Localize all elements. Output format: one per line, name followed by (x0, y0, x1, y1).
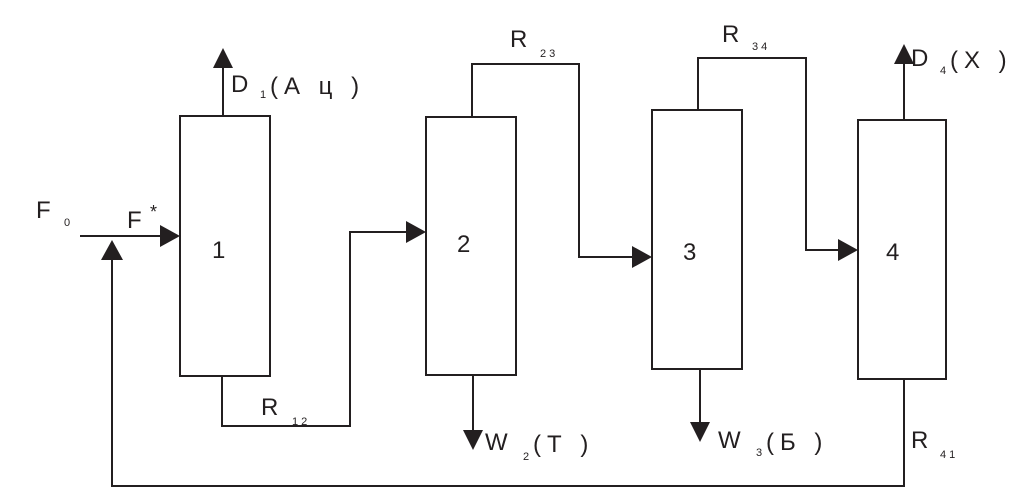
w3-product: (Б ) (766, 429, 828, 456)
w3-label: W (718, 427, 741, 454)
r12-label: R (261, 394, 278, 421)
feed-stream (80, 225, 180, 247)
w2-arrow-icon (463, 430, 483, 450)
column-4 (857, 119, 947, 380)
d1-label: D (231, 71, 248, 98)
w2-label: W (485, 429, 508, 456)
r34-arrow-icon (838, 239, 858, 261)
d4-arrow-icon (894, 44, 914, 64)
column-2-label: 2 (457, 231, 470, 258)
r41-label: R (911, 427, 928, 454)
column-2 (425, 116, 517, 376)
r12-stream (221, 221, 426, 427)
w3-stream (690, 369, 710, 442)
r23-label: R (510, 26, 527, 53)
feed-arrow-icon (160, 225, 180, 247)
column-1-label: 1 (212, 237, 225, 264)
f0-label: F (36, 197, 51, 224)
d1-product: (А ц ) (270, 73, 365, 100)
d1-subscript: 1 (260, 89, 266, 101)
r23-arrow-icon (632, 246, 652, 268)
column-3 (651, 109, 743, 370)
d1-arrow-icon (213, 48, 233, 68)
f0-subscript: 0 (64, 217, 70, 229)
column-4-label: 4 (886, 239, 899, 266)
r41-arrow-icon (101, 240, 123, 260)
column-1 (179, 115, 271, 377)
r34-label: R (722, 21, 739, 48)
d1-stream (213, 48, 233, 116)
r41-subscript: 4 1 (940, 449, 955, 461)
w2-subscript: 2 (523, 451, 529, 463)
r34-subscript: 3 4 (752, 41, 767, 53)
r34-stream (697, 57, 858, 261)
w3-subscript: 3 (756, 447, 762, 459)
r41-stream (101, 240, 905, 487)
fstar-superscript: * (150, 202, 157, 222)
d4-stream (894, 44, 914, 120)
d4-label: D (911, 45, 928, 72)
r12-arrow-icon (406, 221, 426, 243)
w2-stream (463, 375, 483, 450)
column-3-label: 3 (683, 239, 696, 266)
d4-subscript: 4 (940, 65, 946, 77)
d4-product: (Х ) (950, 47, 1013, 74)
r12-subscript: 1 2 (292, 416, 307, 428)
r23-stream (471, 63, 652, 268)
w2-product: (Т ) (533, 431, 594, 458)
w3-arrow-icon (690, 422, 710, 442)
fstar-label: F (127, 207, 142, 234)
r23-subscript: 2 3 (540, 48, 555, 60)
